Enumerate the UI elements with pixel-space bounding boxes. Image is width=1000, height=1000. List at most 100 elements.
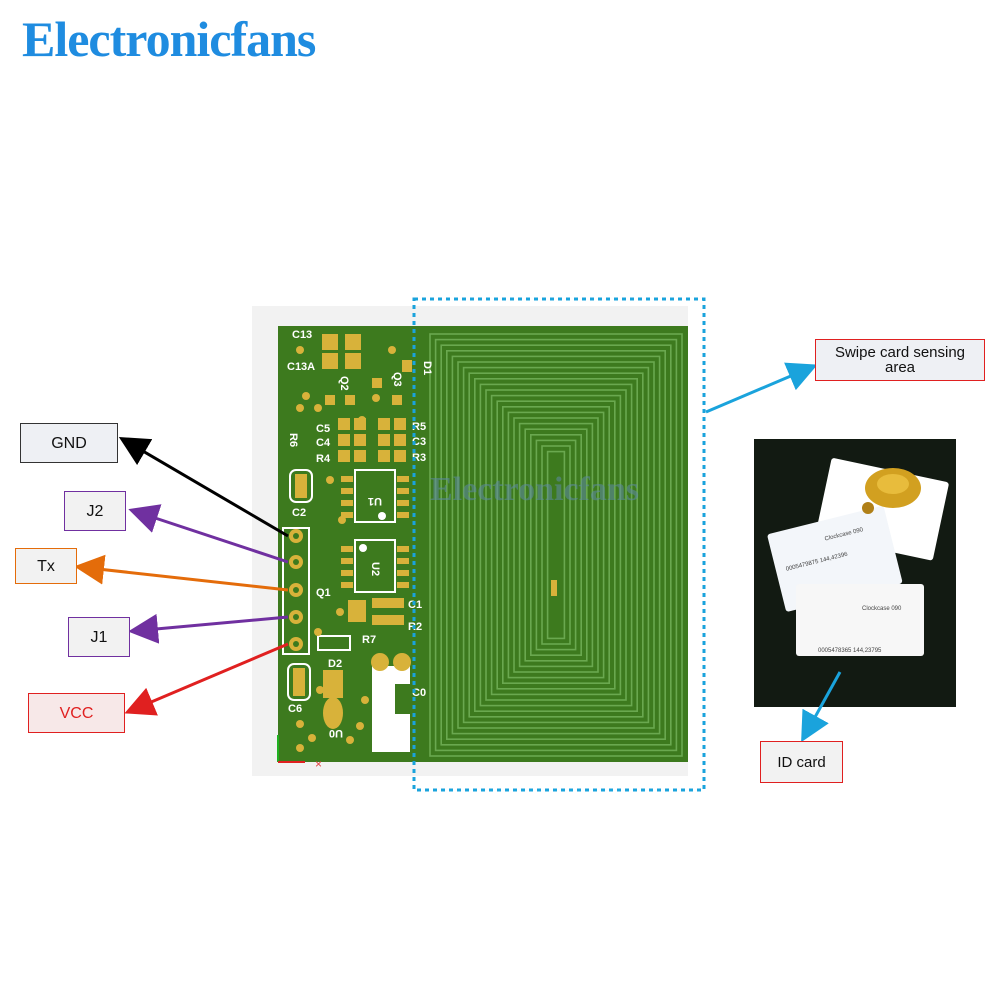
ic-pin [341,570,353,576]
key-fob-ring [862,502,874,514]
u2-pin1 [359,544,367,552]
label-q1: Q1 [316,587,331,599]
coil-trace [518,422,594,668]
j1-label: J1 [68,617,130,657]
vias [296,346,396,752]
pad [348,600,366,622]
pad [394,434,406,446]
connector-outline [282,527,310,655]
label-q2: Q2 [338,376,350,391]
coil-trace [479,383,633,707]
pad [372,378,382,388]
u0-pad [323,697,343,729]
pad [372,598,388,608]
c6-outline [287,663,311,701]
via [346,736,354,744]
u1-pins [341,476,409,518]
label-d2: D2 [328,658,342,670]
label-u1: U1 [368,495,382,507]
j2-arrow [128,504,289,564]
via [388,346,396,354]
connector-pin-hole [293,614,299,620]
board-watermark: Electronicfans [430,471,639,508]
coil-trace [535,439,577,651]
via [314,404,322,412]
pad [392,395,402,405]
sensing-area-label: Swipe card sensing area [815,339,985,381]
pad [322,353,338,369]
key-fob-hole [877,474,909,494]
coil-trace [507,411,605,679]
pad [372,615,388,625]
label-c3: C3 [412,436,426,448]
pad [354,450,366,462]
coil-trace [445,349,666,740]
connector-pin-hole [293,587,299,593]
via [296,404,304,412]
ic-pin [341,476,353,482]
via [314,628,322,636]
via [356,722,364,730]
axis-x-mark: × [315,757,322,771]
pad [338,434,350,446]
label-r3: R3 [412,452,426,464]
coil-trace [451,355,661,735]
antenna-coil [429,333,683,757]
ic-pin [397,546,409,552]
coil-trace [462,366,650,724]
pad [338,450,350,462]
u2-pins [341,546,409,588]
callout-arrows [74,362,842,743]
pad [323,670,343,698]
label-r6: R6 [287,433,299,447]
coil-trace [440,344,672,746]
pad [338,418,350,430]
pad [394,418,406,430]
coil-trace [496,400,616,690]
label-r5: R5 [412,421,426,433]
c2-outline [289,469,313,503]
label-c13: C13 [292,329,312,341]
brand-logo: Electronicfans [22,11,316,67]
ic-pin [397,500,409,506]
label-c4: C4 [316,437,331,449]
sensing-arrow [705,362,818,414]
ic-pin [341,488,353,494]
ic-pin [341,582,353,588]
ic-pin [397,582,409,588]
components-area: × [277,334,412,771]
coil-trace [457,361,655,729]
card-text: Clockcase 090 [862,606,902,612]
ic-pin [397,476,409,482]
pad [345,353,361,369]
coil-trace [434,338,678,752]
ic-pin [341,512,353,518]
pad [394,450,406,462]
u2-outline [354,539,396,593]
ic-pin [397,558,409,564]
label-d1: D1 [421,361,433,375]
connector-pin-hole [293,559,299,565]
id-card-label: ID card [760,741,843,783]
via [296,346,304,354]
via [316,686,324,694]
ic-pin [341,500,353,506]
via [302,392,310,400]
pad [295,474,307,498]
resistor-pads [338,418,406,462]
id-card-photo: 0005479875 144,42396 Clockcase 090 Clock… [754,439,956,707]
label-c2: C2 [292,507,306,519]
coil-trace [429,333,683,757]
j2-label: J2 [64,491,126,531]
coil-trace [501,405,610,684]
u1-outline [354,469,396,523]
label-u2: U2 [369,562,381,576]
ic-pin [397,488,409,494]
label-c13a: C13A [287,361,315,373]
via [336,608,344,616]
label-c5: C5 [316,423,330,435]
pad [354,434,366,446]
coil-trace [490,394,622,696]
via [361,696,369,704]
pad [345,395,355,405]
